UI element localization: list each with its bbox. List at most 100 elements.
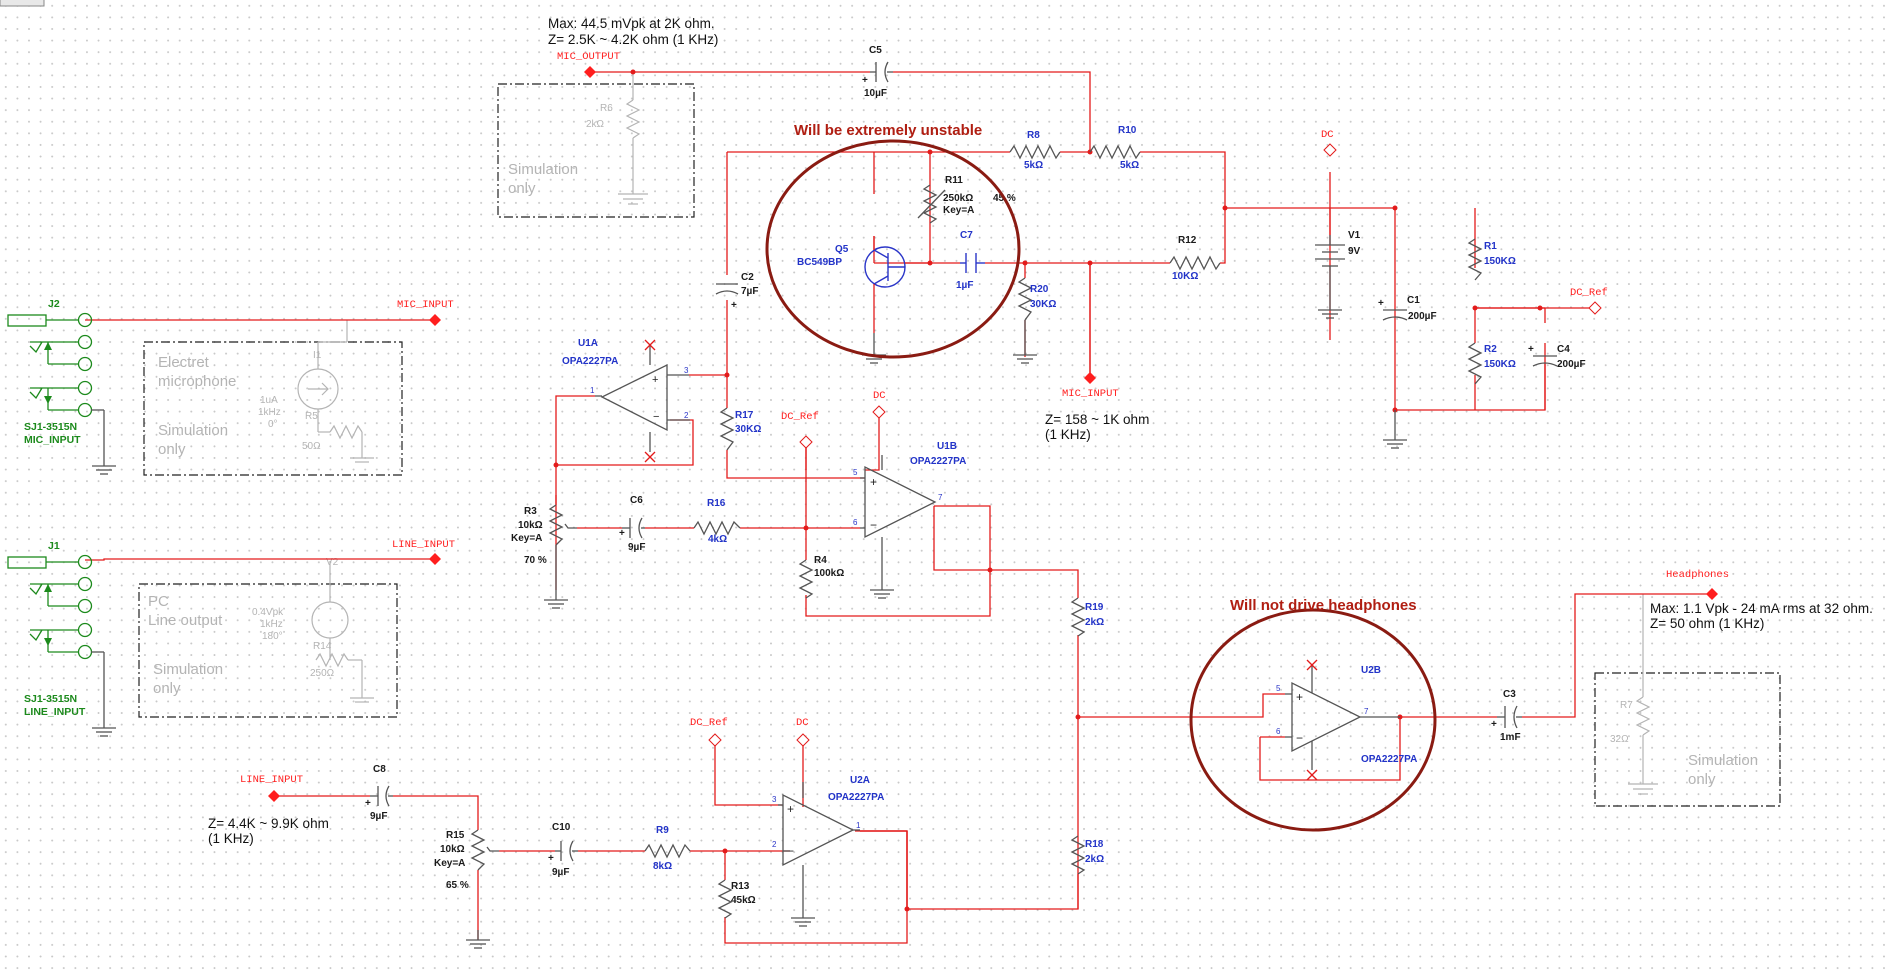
- svg-text:+: +: [548, 853, 554, 864]
- svg-text:+: +: [619, 528, 625, 539]
- c1-value: 200µF: [1408, 311, 1437, 322]
- v2-l2: 1kHz: [260, 619, 283, 630]
- r19[interactable]: R19 2kΩ: [1070, 597, 1104, 637]
- svg-text:+: +: [1528, 344, 1534, 355]
- c6-ref: C6: [630, 495, 643, 506]
- sim-box-headphones: Simulation only R7 32Ω: [1594, 594, 1781, 807]
- net-mic-output: MIC_OUTPUT: [557, 51, 620, 63]
- c3[interactable]: C3 1mF +: [1491, 689, 1522, 743]
- r7-value: 32Ω: [1610, 734, 1629, 745]
- net-dc-3: DC: [796, 717, 809, 729]
- toolbar-stub[interactable]: [0, 0, 45, 7]
- r18[interactable]: R18 2kΩ: [1070, 835, 1104, 909]
- note-mic-out-z: Z= 2.5K ~ 4.2K ohm (1 KHz): [548, 32, 718, 47]
- c5[interactable]: C5 10µF +: [862, 45, 893, 99]
- u1b-ref: U1B: [937, 441, 957, 452]
- r17-value: 30KΩ: [735, 424, 761, 435]
- junctions: [553, 69, 1543, 912]
- r5-value: 50Ω: [302, 441, 321, 452]
- r16-value: 4kΩ: [708, 534, 727, 545]
- i1-l2: 1kHz: [258, 407, 281, 418]
- r5-ref: R5: [305, 411, 318, 422]
- r14-ref: R14: [313, 641, 332, 652]
- jack-j1[interactable]: J1 SJ1-3515N LINE_INPUT: [7, 540, 116, 737]
- net-mic-input-2: MIC_INPUT: [1062, 388, 1119, 400]
- svg-text:7: 7: [938, 493, 943, 502]
- r12[interactable]: R12 10KΩ: [1169, 235, 1221, 282]
- r11-value: 250kΩ: [943, 193, 973, 204]
- svg-text:+: +: [870, 475, 877, 489]
- r10-value: 5kΩ: [1120, 160, 1139, 171]
- pc-text: Line output: [148, 612, 223, 629]
- c7[interactable]: C7 1µF: [956, 230, 985, 291]
- r3-key: Key=A: [511, 533, 542, 544]
- svg-text:+: +: [1378, 298, 1384, 309]
- r15-value: 10kΩ: [440, 844, 465, 855]
- jack-j2[interactable]: J2 SJ1-3515N MIC_INPUT: [7, 298, 116, 475]
- v1[interactable]: V1 9V: [1315, 208, 1361, 319]
- sim-text: Simulation: [1688, 752, 1758, 769]
- r9[interactable]: R9 8kΩ: [644, 825, 691, 872]
- svg-text:2: 2: [772, 840, 777, 849]
- c2[interactable]: C2 7µF +: [715, 272, 758, 311]
- r2-ref: R2: [1484, 344, 1497, 355]
- sim-text: Simulation: [158, 422, 228, 439]
- c1[interactable]: C1 200µF +: [1378, 295, 1437, 449]
- sim-text: only: [508, 180, 536, 197]
- r11[interactable]: R11 250kΩ 45 % Key=A: [917, 175, 1016, 224]
- u2b[interactable]: + − 567 U2B OPA2227PA: [1276, 659, 1417, 781]
- electret-text: microphone: [158, 373, 236, 390]
- j2-ref: J2: [48, 298, 60, 310]
- svg-text:+: +: [787, 802, 794, 816]
- c7-value: 1µF: [956, 280, 973, 291]
- r3[interactable]: R3 10kΩ Key=A 70 %: [511, 504, 577, 609]
- c10[interactable]: C10 9µF +: [548, 822, 578, 878]
- r18-ref: R18: [1085, 839, 1104, 850]
- svg-text:−: −: [870, 518, 877, 532]
- c6[interactable]: C6 9µF +: [619, 495, 645, 553]
- svg-text:5: 5: [1276, 684, 1281, 693]
- net-dc-ref-2: DC_Ref: [781, 411, 819, 423]
- r12-value: 10KΩ: [1172, 271, 1198, 282]
- r4-ref: R4: [814, 555, 827, 566]
- v2-l1: 0.4Vpk: [252, 607, 284, 618]
- u2a[interactable]: + − 321 U2A OPA2227PA: [772, 775, 884, 927]
- c5-ref: C5: [869, 45, 882, 56]
- r20[interactable]: R20 30KΩ: [1013, 277, 1056, 364]
- r17[interactable]: R17 30KΩ: [719, 407, 761, 451]
- wires: [85, 71, 1712, 944]
- r1[interactable]: R1 150KΩ: [1467, 238, 1516, 281]
- svg-text:+: +: [365, 798, 371, 809]
- sim-text: Simulation: [153, 661, 223, 678]
- u1a[interactable]: + − 321 U1A OPA2227PA: [562, 338, 690, 463]
- v2-ref: V2: [326, 557, 339, 568]
- c4-ref: C4: [1557, 344, 1570, 355]
- c5-value: 10µF: [864, 88, 887, 99]
- r20-ref: R20: [1030, 284, 1049, 295]
- r14-value: 250Ω: [310, 668, 335, 679]
- r6-value: 2kΩ: [586, 119, 605, 130]
- r4[interactable]: R4 100kΩ: [798, 555, 844, 599]
- svg-text:5: 5: [853, 468, 858, 477]
- r3-pct: 70 %: [524, 555, 547, 566]
- r19-ref: R19: [1085, 602, 1104, 613]
- r1-ref: R1: [1484, 241, 1497, 252]
- r11-key: Key=A: [943, 205, 974, 216]
- r9-value: 8kΩ: [653, 861, 672, 872]
- u1b[interactable]: + − 567 U1B OPA2227PA: [853, 441, 966, 599]
- sim-box-pc: PC Line output Simulation only V2 0.4Vpk…: [138, 557, 398, 718]
- r2[interactable]: R2 150KΩ: [1467, 342, 1516, 385]
- r15[interactable]: R15 10kΩ Key=A 65 %: [434, 829, 499, 949]
- q5[interactable]: Q5 BC549BP: [797, 236, 930, 364]
- r10[interactable]: R10 5kΩ: [1089, 125, 1141, 171]
- r8[interactable]: R8 5kΩ: [1009, 130, 1061, 171]
- c4[interactable]: C4 200µF +: [1528, 344, 1586, 370]
- r16[interactable]: R16 4kΩ: [693, 498, 741, 545]
- r13[interactable]: R13 45kΩ: [717, 879, 756, 919]
- r15-pct: 65 %: [446, 880, 469, 891]
- c8[interactable]: C8 9µF +: [365, 764, 393, 822]
- c3-ref: C3: [1503, 689, 1516, 700]
- note-line-in-z2: (1 KHz): [208, 831, 254, 846]
- q5-value: BC549BP: [797, 257, 842, 268]
